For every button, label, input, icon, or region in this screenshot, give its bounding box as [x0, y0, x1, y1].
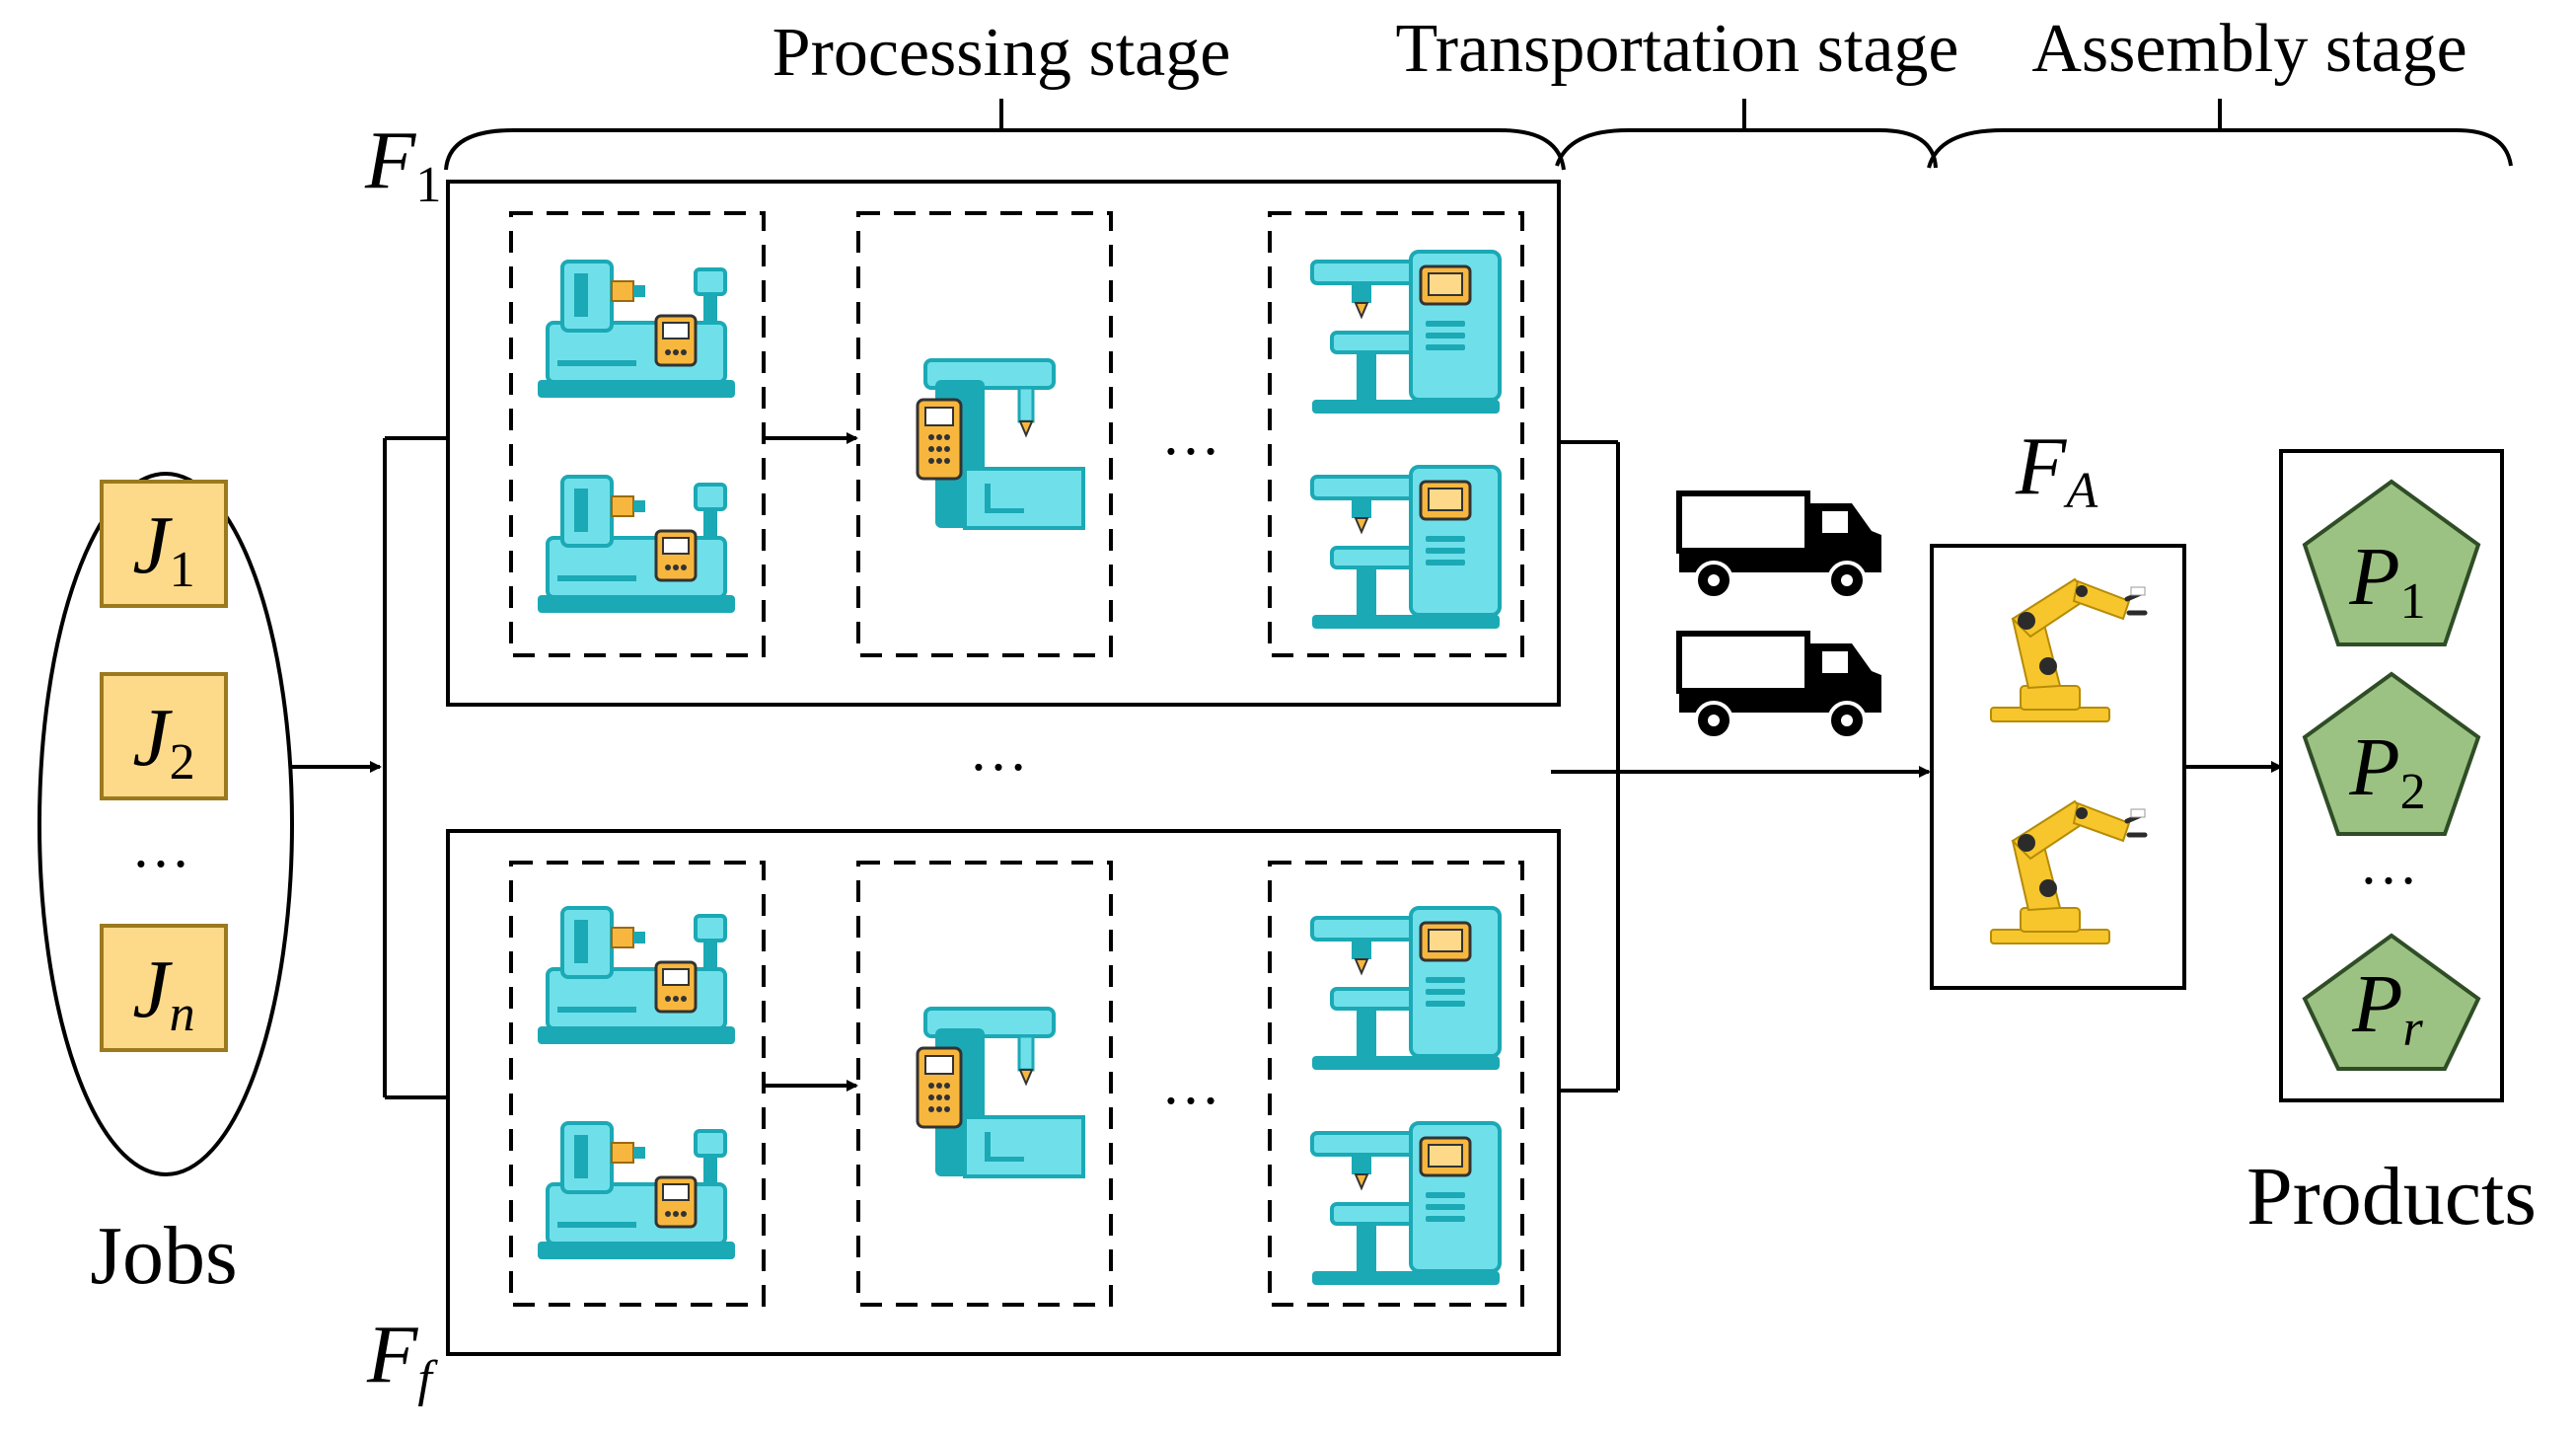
job-item-n: Jn: [100, 924, 228, 1052]
jobs-to-factories-connector: [292, 436, 446, 1099]
factory-top-label: F1: [364, 114, 441, 213]
product-item-1: P1: [2302, 479, 2481, 646]
machine-ellipsis: …: [1161, 1051, 1226, 1116]
job-subscript: 2: [170, 734, 195, 791]
assembly-factory: FA: [1930, 420, 2186, 990]
assembly-factory-label: FA: [2015, 420, 2098, 519]
transportation-brace: [1555, 128, 1938, 169]
factory-bottom: … Ff: [366, 829, 1561, 1407]
svg-text:Pr: Pr: [2351, 958, 2423, 1057]
job-subscript: n: [170, 986, 195, 1042]
svg-text:P2: P2: [2348, 721, 2425, 820]
transportation-stage-label: Transportation stage: [1396, 11, 1959, 87]
job-letter: J: [132, 943, 173, 1035]
product-item-2: P2: [2302, 671, 2481, 836]
svg-text:J2: J2: [132, 692, 194, 791]
jobs-ellipsis: …: [131, 814, 196, 879]
assembly-brace: [1927, 128, 2513, 169]
job-letter: J: [132, 692, 173, 784]
job-letter: J: [132, 499, 173, 591]
factories-to-assembly-connector: [1551, 440, 1931, 1093]
stage-braces: [444, 99, 2513, 171]
processing-stage-label: Processing stage: [773, 15, 1231, 91]
truck-icon: [1679, 634, 1881, 738]
factories-ellipsis: …: [969, 717, 1034, 783]
products-ellipsis: …: [2359, 831, 2424, 896]
svg-text:J1: J1: [132, 499, 194, 598]
factory-bottom-label: Ff: [366, 1309, 438, 1407]
factory-top: F1 …: [364, 114, 1561, 707]
svg-text:Jn: Jn: [132, 943, 194, 1042]
job-subscript: 1: [170, 542, 195, 598]
product-item-r: Pr: [2302, 933, 2481, 1071]
processing-brace: [444, 128, 1566, 171]
jobs-label: Jobs: [90, 1210, 237, 1302]
job-item-1: J1: [100, 480, 228, 608]
machine-ellipsis: …: [1161, 402, 1226, 467]
products-group: P1 P2 … Pr Products: [2246, 449, 2537, 1243]
jobs-group: J1 J2 … Jn Jobs: [37, 472, 294, 1302]
job-item-2: J2: [100, 672, 228, 800]
truck-icon: [1679, 493, 1881, 598]
svg-text:P1: P1: [2348, 531, 2425, 630]
products-label: Products: [2246, 1151, 2537, 1243]
assembly-stage-label: Assembly stage: [2031, 11, 2466, 87]
